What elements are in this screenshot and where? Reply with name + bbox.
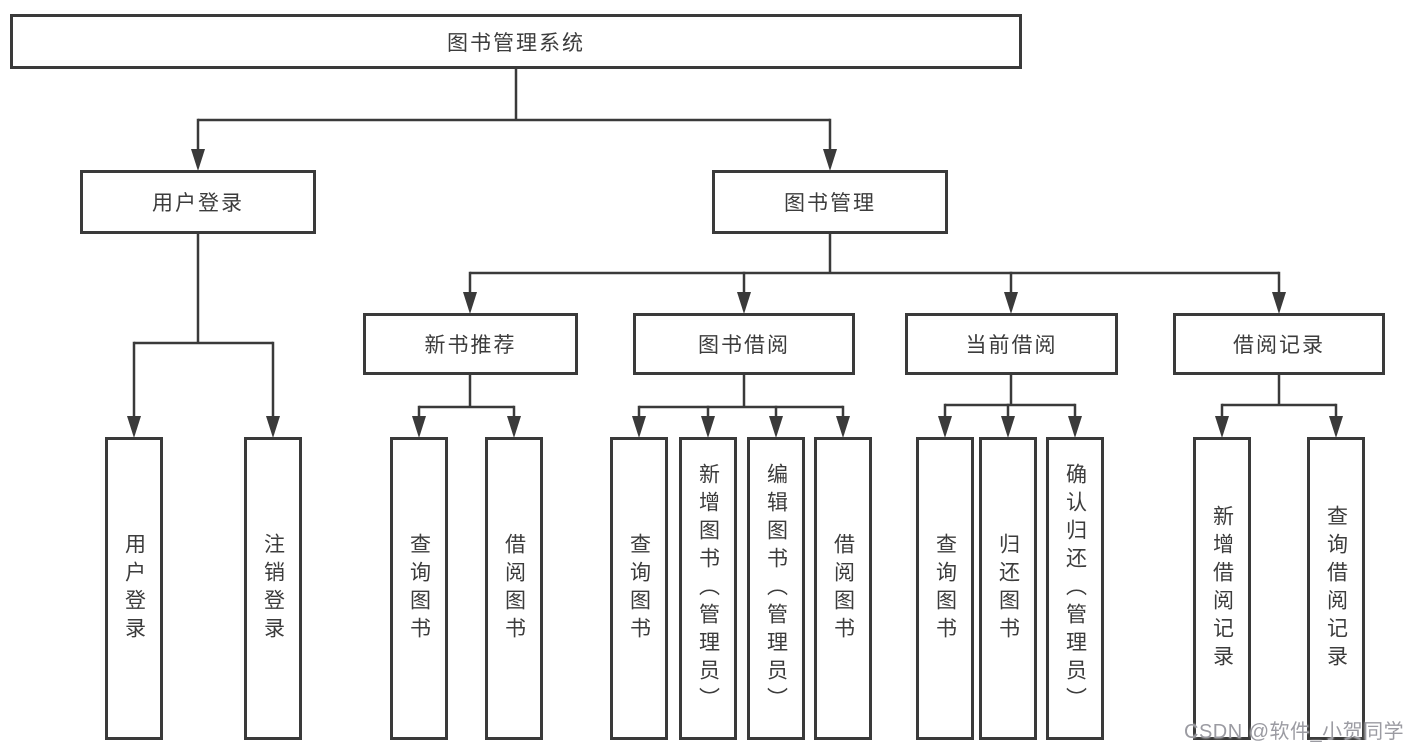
- leaf-borrow-books-label: 借阅图书: [831, 532, 855, 645]
- leaf-confirm-return-admin-label: 确认归还（管理员）: [1063, 462, 1087, 715]
- leaf-borrow-query-books-label: 查询图书: [627, 532, 651, 645]
- leaf-add-borrow-record: 新增借阅记录: [1193, 437, 1251, 740]
- node-current-borrow-label: 当前借阅: [965, 334, 1058, 357]
- leaf-current-query-books: 查询图书: [916, 437, 974, 740]
- node-new-book-recommend: 新书推荐: [363, 313, 578, 375]
- leaf-return-books-label: 归还图书: [996, 532, 1020, 645]
- leaf-recommend-query-books-label: 查询图书: [407, 532, 431, 645]
- node-user-login-label: 用户登录: [152, 192, 244, 215]
- node-system: 图书管理系统: [10, 14, 1022, 69]
- node-book-borrow: 图书借阅: [633, 313, 855, 375]
- leaf-edit-books-admin-label: 编辑图书（管理员）: [764, 462, 788, 715]
- leaf-user-login: 用户登录: [105, 437, 163, 740]
- csdn-watermark: CSDN @软件_小贺同学: [1184, 721, 1405, 743]
- leaf-recommend-borrow-books-label: 借阅图书: [502, 532, 526, 645]
- node-system-label: 图书管理系统: [447, 31, 585, 55]
- leaf-borrow-books: 借阅图书: [814, 437, 872, 740]
- leaf-logout-label: 注销登录: [261, 532, 285, 645]
- node-borrow-records: 借阅记录: [1173, 313, 1385, 375]
- leaf-recommend-query-books: 查询图书: [390, 437, 448, 740]
- node-book-management: 图书管理: [712, 170, 948, 234]
- leaf-user-login-label: 用户登录: [122, 532, 146, 645]
- leaf-logout: 注销登录: [244, 437, 302, 740]
- leaf-confirm-return-admin: 确认归还（管理员）: [1046, 437, 1104, 740]
- leaf-edit-books-admin: 编辑图书（管理员）: [747, 437, 805, 740]
- node-new-book-recommend-label: 新书推荐: [424, 334, 517, 357]
- leaf-query-borrow-record-label: 查询借阅记录: [1324, 504, 1348, 673]
- node-book-borrow-label: 图书借阅: [698, 334, 790, 357]
- leaf-query-borrow-record: 查询借阅记录: [1307, 437, 1365, 740]
- node-current-borrow: 当前借阅: [905, 313, 1118, 375]
- node-book-management-label: 图书管理: [784, 192, 876, 215]
- leaf-add-borrow-record-label: 新增借阅记录: [1210, 504, 1234, 673]
- node-borrow-records-label: 借阅记录: [1233, 334, 1325, 357]
- leaf-recommend-borrow-books: 借阅图书: [485, 437, 543, 740]
- leaf-return-books: 归还图书: [979, 437, 1037, 740]
- leaf-add-books-admin-label: 新增图书（管理员）: [696, 462, 720, 715]
- leaf-borrow-query-books: 查询图书: [610, 437, 668, 740]
- leaf-add-books-admin: 新增图书（管理员）: [679, 437, 737, 740]
- leaf-current-query-books-label: 查询图书: [933, 532, 957, 645]
- node-user-login: 用户登录: [80, 170, 316, 234]
